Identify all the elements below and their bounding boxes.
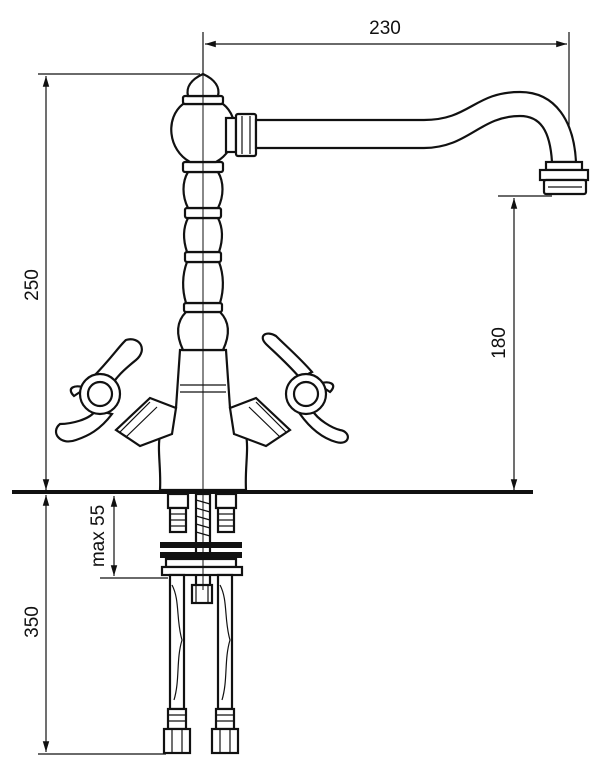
dimension-label-180: 180 <box>489 327 510 359</box>
left-cross-handle <box>54 338 178 448</box>
dimension-label-max-55: max 55 <box>88 505 109 567</box>
dimension-label-250: 250 <box>22 269 43 301</box>
dimension-label-230: 230 <box>369 18 401 39</box>
dimension-label-350: 350 <box>22 606 43 638</box>
dimension-max-thickness: max 55 <box>88 496 168 579</box>
right-cross-handle <box>228 332 349 448</box>
dimension-hose-length: 350 <box>22 495 166 755</box>
dimension-total-height: 250 <box>22 73 200 490</box>
spout <box>224 90 590 196</box>
dimension-spout-height: 180 <box>489 195 552 490</box>
dimension-spout-reach: 230 <box>202 18 570 165</box>
mounting-hardware <box>160 492 244 755</box>
